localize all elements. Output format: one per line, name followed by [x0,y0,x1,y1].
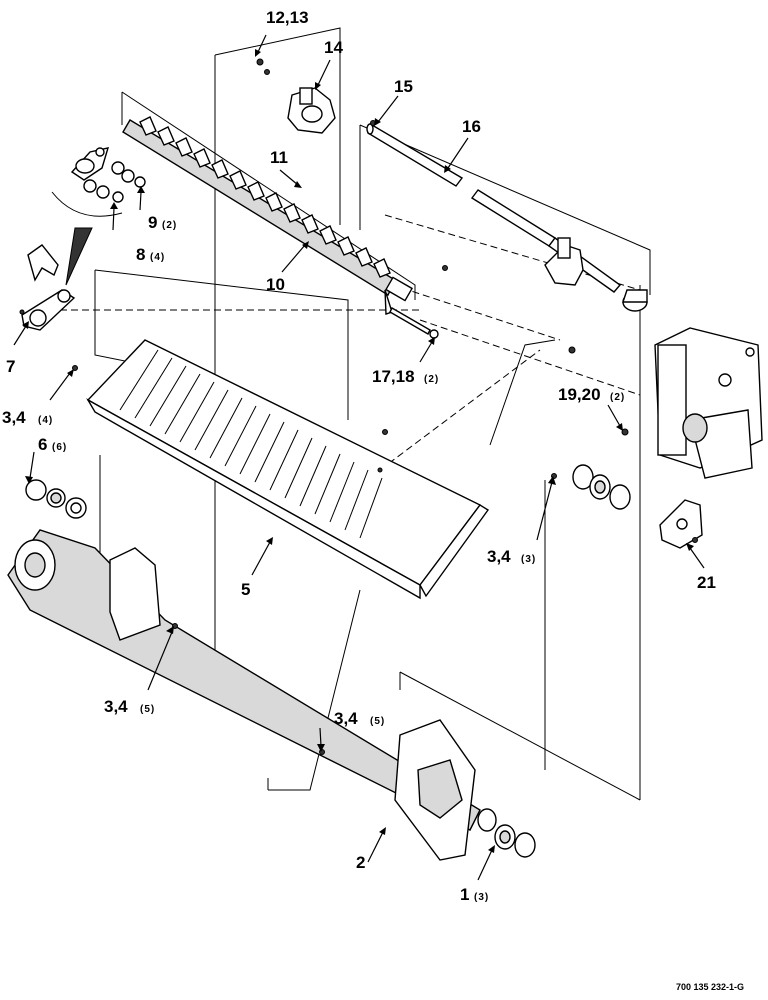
callout-19-20: 19,20 [558,385,601,404]
callout-3-4-d: 3,4 [334,709,358,728]
callout-1: 1 [460,885,469,904]
callout-arrows [13,34,705,881]
callout-19-20-qty: (2) [610,392,625,403]
callout-7: 7 [6,357,15,376]
part-1-bearing [477,808,536,858]
callout-14: 14 [324,38,343,57]
part-8-9-bearings [51,147,146,286]
callout-17-18-qty: (2) [424,374,439,385]
callout-6-qty: (6) [52,442,67,453]
part-21-plate [659,499,703,549]
callout-1-qty: (3) [474,892,489,903]
part-14-bracket [256,58,336,134]
callout-10: 10 [266,275,285,294]
auger-flights [139,116,391,278]
callout-15: 15 [394,77,413,96]
part-7-bearing-bracket [21,244,76,331]
callout-3-4-b: 3,4 [487,547,511,566]
part-5-stripper-pan [86,339,490,600]
part-6-bearing [25,479,87,519]
callout-11: 11 [270,148,288,167]
callout-8: 8 [136,245,145,264]
callout-3-4-a: 3,4 [2,408,26,427]
callout-5: 5 [241,580,250,599]
callout-3-4-a-qty: (4) [38,415,53,426]
part-16-shaft [366,120,648,312]
callout-6: 6 [38,435,47,454]
callout-3-4-c-qty: (5) [140,704,155,715]
callout-16: 16 [462,117,481,136]
callout-21: 21 [697,573,716,592]
drawing-number: 700 135 232-1-G [676,982,744,992]
callout-17-18: 17,18 [372,367,415,386]
callout-3-4-d-qty: (5) [370,716,385,727]
callout-12-13: 12,13 [266,8,309,27]
pan-slots [119,349,383,539]
callout-labels: 12,13 14 15 16 11 9 (2) 8 (4) 10 7 17,18… [2,8,744,992]
side-frame [654,327,763,479]
part-10-auger [122,116,439,339]
callout-8-qty: (4) [150,252,165,263]
callout-3-4-c: 3,4 [104,697,128,716]
right-bearing-assembly [551,428,631,510]
callout-9-qty: (2) [162,220,177,231]
part-2-auger-tube [7,529,481,861]
callout-2: 2 [356,853,365,872]
callout-9: 9 [148,213,157,232]
callout-3-4-b-qty: (3) [521,554,536,565]
